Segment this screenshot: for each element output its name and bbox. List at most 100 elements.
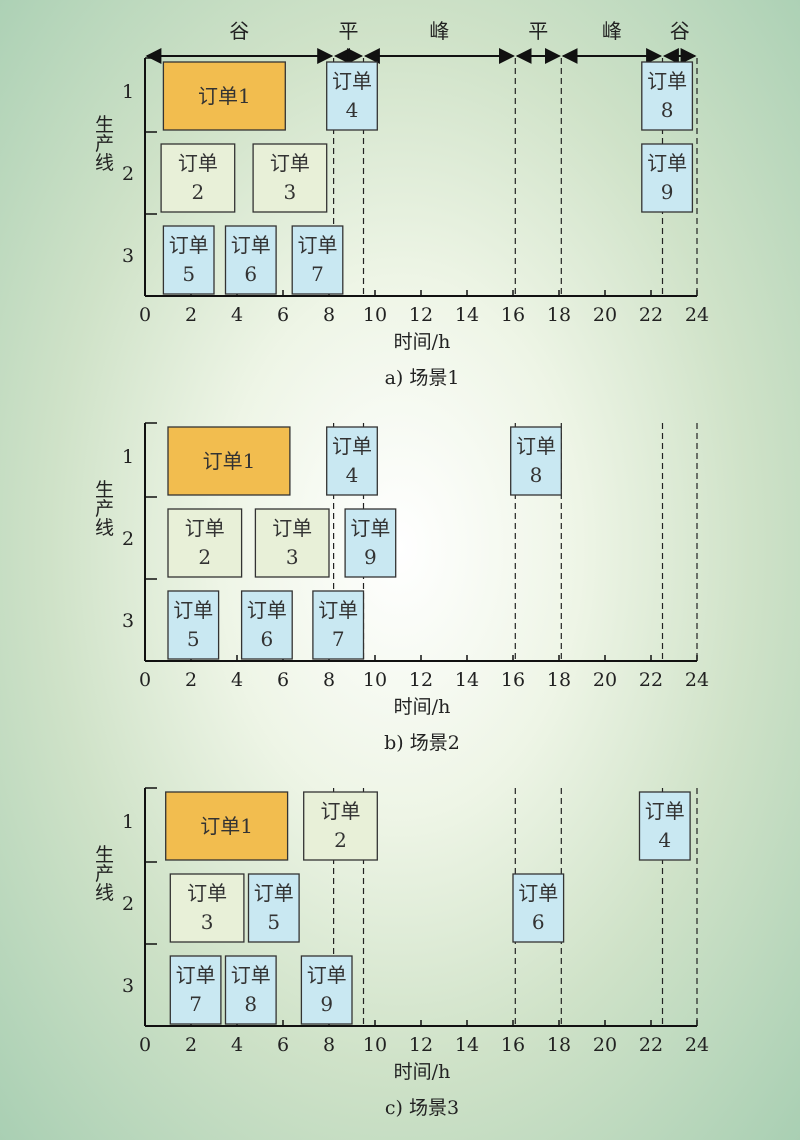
order-bar [167,590,220,660]
x-tick-label: 2 [185,669,197,691]
order-box: 订单3 [254,508,330,578]
order-label: 订单 [173,598,213,622]
order-label: 订单 [176,963,216,987]
period-label: 谷 [670,19,690,43]
row-label: 3 [122,610,134,632]
order-bar [169,873,245,943]
order-label: 订单 [645,799,685,823]
x-tick-label: 6 [277,304,289,326]
x-tick-label: 2 [185,304,197,326]
order-number: 3 [284,180,297,204]
order-box: 订单5 [247,873,300,943]
order-box: 订单1 [165,791,289,861]
order-box: 订单3 [169,873,245,943]
panel-caption: a) 场景1 [385,367,460,389]
order-number: 6 [244,262,257,286]
order-box: 订单9 [641,143,694,213]
order-bar [160,143,236,213]
order-label: 订单 [518,881,558,905]
x-tick-label: 20 [593,304,617,326]
x-tick-label: 8 [323,304,335,326]
row-label: 3 [122,975,134,997]
order-box: 订单5 [167,590,220,660]
x-tick-label: 14 [455,1034,479,1056]
panel-caption: c) 场景3 [385,1097,459,1119]
y-axis-title: 生产线 [92,114,114,171]
order-bar [326,61,378,131]
order-label: 订单 [185,516,225,540]
order-box: 订单2 [160,143,236,213]
order-label: 订单 [178,151,218,175]
order-label: 订单 [270,151,310,175]
order-bar [167,508,243,578]
order-number: 7 [311,262,324,286]
x-tick-label: 18 [547,304,571,326]
order-label: 订单 [231,963,271,987]
x-tick-label: 4 [231,1034,243,1056]
order-bar [512,873,565,943]
x-tick-label: 8 [323,1034,335,1056]
row-label: 2 [122,528,134,550]
x-tick-label: 24 [685,304,709,326]
x-tick-label: 2 [185,1034,197,1056]
order-number: 6 [261,627,274,651]
order-box: 订单4 [326,61,378,131]
x-tick-label: 0 [139,304,151,326]
order-box: 订单4 [326,426,378,496]
order-number: 9 [364,545,377,569]
period-label: 平 [339,19,359,43]
x-tick-label: 10 [363,1034,387,1056]
order-box: 订单2 [303,791,378,861]
x-tick-label: 14 [455,304,479,326]
order-label: 订单 [516,434,556,458]
row-label: 1 [122,446,134,468]
order-label: 订单 [254,881,294,905]
x-tick-label: 20 [593,1034,617,1056]
order-box: 订单6 [224,225,277,295]
order-number: 8 [244,992,257,1016]
x-tick-label: 22 [639,1034,663,1056]
order-bar [510,426,562,496]
order-label: 订单1 [198,84,251,108]
order-bar [165,791,289,861]
order-label: 订单 [647,69,687,93]
x-tick-label: 12 [409,1034,433,1056]
y-axis-title: 生产线 [92,479,114,536]
x-axis-title: 时间/h [394,696,451,718]
order-bar [240,590,293,660]
order-box: 订单 8 [224,955,277,1025]
order-label: 订单 [332,69,372,93]
order-bar [300,955,353,1025]
order-number: 8 [530,463,543,487]
order-bar [169,955,222,1025]
order-bar [326,426,378,496]
order-box: 订单 7 [312,590,365,660]
order-label: 订单 [318,598,358,622]
x-tick-label: 8 [323,669,335,691]
order-label: 订单 [187,881,227,905]
order-label: 订单 [307,963,347,987]
order-label: 订单1 [203,449,256,473]
order-number: 5 [182,262,195,286]
order-number: 2 [198,545,211,569]
x-tick-label: 24 [685,669,709,691]
order-bar [641,143,694,213]
order-box: 订单4 [638,791,691,861]
x-tick-label: 16 [501,1034,525,1056]
order-box: 订单5 [162,225,215,295]
order-bar [162,61,286,131]
order-bar [224,225,277,295]
x-tick-label: 22 [639,304,663,326]
x-tick-label: 10 [363,669,387,691]
order-bar [303,791,378,861]
order-box: 订单9 [300,955,353,1025]
order-box: 订单7 [291,225,344,295]
x-axis-title: 时间/h [394,1061,451,1083]
period-label: 峰 [602,19,622,43]
order-number: 7 [332,627,345,651]
row-label: 2 [122,893,134,915]
order-box: 订单9 [344,508,397,578]
order-box: 订单 3 [252,143,328,213]
